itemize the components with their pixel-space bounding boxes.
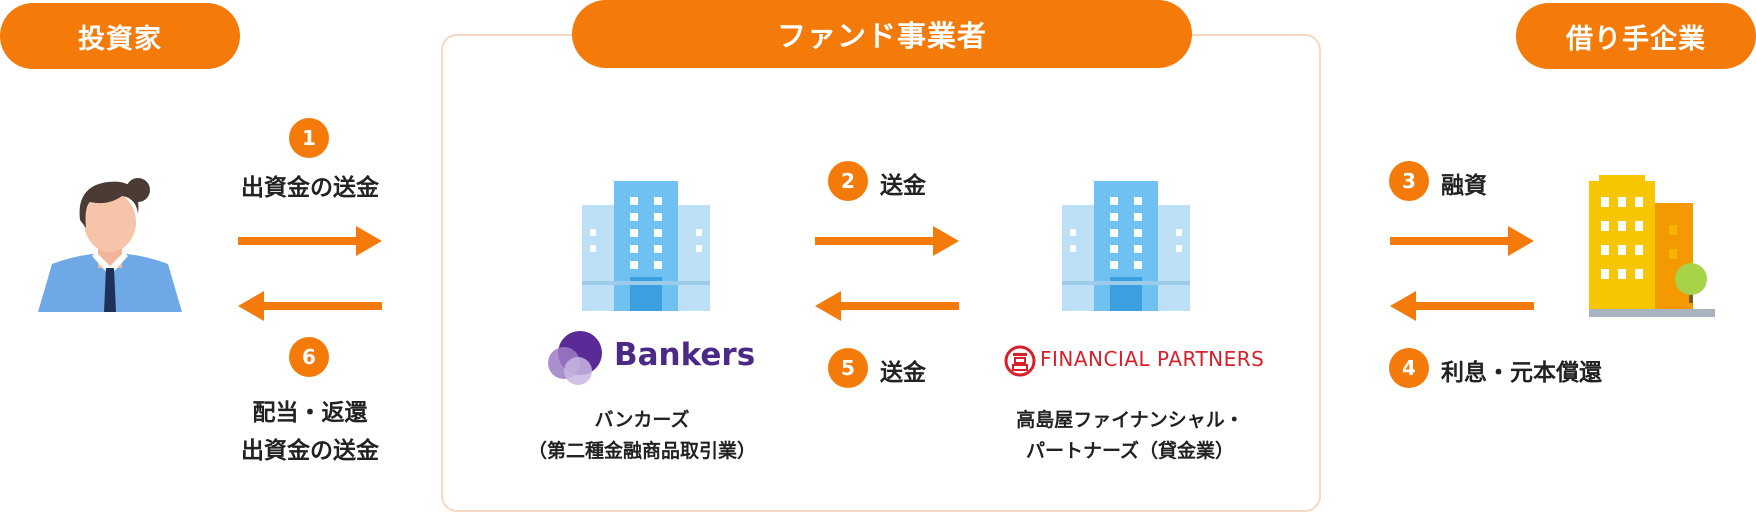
arrow-bankers-to-fp: [815, 226, 959, 256]
company-building-icon: [1589, 175, 1715, 317]
header-borrower-label: 借り手企業: [1566, 23, 1706, 55]
header-borrower: 借り手企業: [1516, 3, 1756, 69]
businessman-icon: [38, 178, 182, 312]
fp-logo-text: FINANCIAL PARTNERS: [1040, 347, 1265, 371]
header-fund-operator: ファンド事業者: [572, 0, 1192, 68]
bankers-caption-line2: （第二種金融商品取引業）: [527, 440, 756, 462]
step-5-label: 送金: [880, 360, 926, 386]
header-investor-label: 投資家: [78, 23, 162, 55]
step-1-label: 出資金の送金: [241, 175, 379, 201]
step-5-badge: 5: [828, 348, 868, 388]
arrow-bankers-to-investor: [238, 291, 382, 321]
step-4-label: 利息・元本償還: [1441, 360, 1602, 386]
fp-caption-line1: 高島屋ファイナンシャル・: [1016, 409, 1244, 431]
office-building-icon: [1062, 181, 1190, 311]
step-3-number: 3: [1402, 169, 1416, 193]
step-1-number: 1: [302, 126, 316, 150]
header-fund-operator-label: ファンド事業者: [776, 19, 987, 53]
bankers-caption-line1: バンカーズ: [594, 409, 690, 431]
arrow-fp-to-bankers: [815, 291, 959, 321]
step-3-label: 融資: [1441, 173, 1487, 199]
office-building-icon: [582, 181, 710, 311]
fp-caption-line2: パートナーズ（貸金業）: [1025, 440, 1235, 462]
arrow-borrower-to-fp: [1390, 291, 1534, 321]
step-6-label-line2: 出資金の送金: [241, 438, 379, 464]
step-6-badge: 6: [289, 337, 329, 377]
arrow-fp-to-borrower: [1390, 226, 1534, 256]
bankers-logo-mark: [548, 331, 602, 385]
step-2-label: 送金: [880, 173, 926, 199]
bankers-logo-text: Bankers: [614, 337, 756, 373]
step-4-badge: 4: [1389, 348, 1429, 388]
step-6-label-line1: 配当・返還: [252, 400, 368, 426]
step-3-badge: 3: [1389, 161, 1429, 201]
step-1-badge: 1: [289, 118, 329, 158]
step-2-number: 2: [841, 169, 855, 193]
header-investor: 投資家: [0, 3, 240, 69]
arrow-investor-to-bankers: [238, 226, 382, 256]
step-4-number: 4: [1402, 356, 1416, 380]
step-5-number: 5: [841, 356, 855, 380]
step-2-badge: 2: [828, 161, 868, 201]
takashimaya-logo-mark: [1004, 345, 1036, 377]
step-6-number: 6: [302, 345, 316, 369]
